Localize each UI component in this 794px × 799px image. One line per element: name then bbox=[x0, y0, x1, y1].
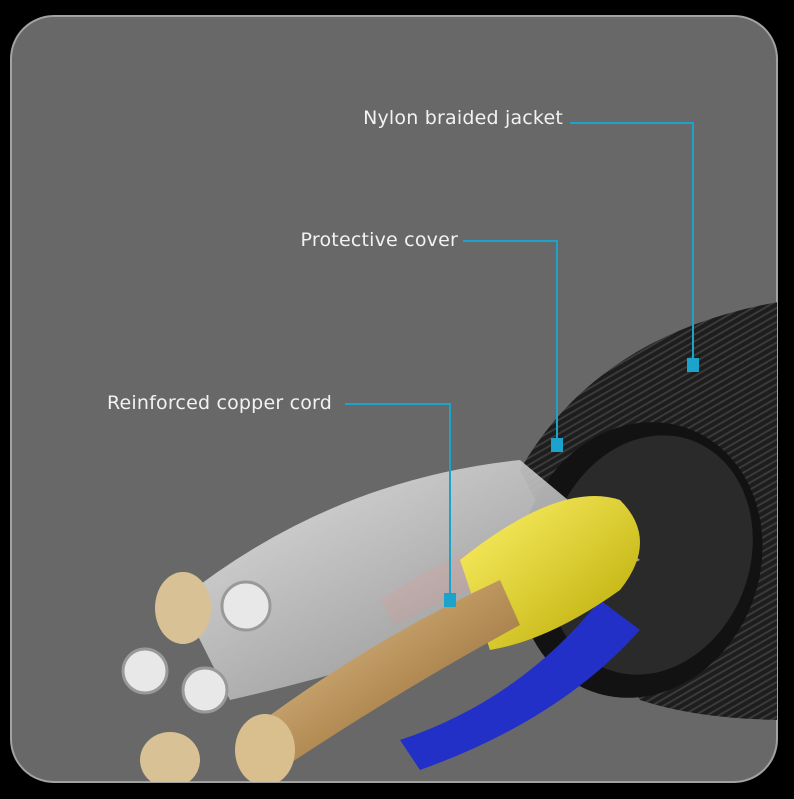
leader-lines bbox=[345, 122, 694, 600]
label-reinforced-copper-cord: Reinforced copper cord bbox=[106, 392, 332, 414]
copper-cord bbox=[250, 580, 520, 770]
blue-wire bbox=[400, 600, 640, 770]
label-nylon-braided-jacket: Nylon braided jacket bbox=[363, 107, 563, 129]
cover-leader-line bbox=[463, 240, 558, 445]
copper-marker bbox=[444, 593, 456, 607]
copper-leader-line bbox=[345, 403, 451, 600]
jacket-leader-line bbox=[570, 122, 694, 365]
label-protective-cover: Protective cover bbox=[300, 229, 458, 251]
jacket-marker bbox=[687, 358, 699, 372]
cover-marker bbox=[551, 438, 563, 452]
